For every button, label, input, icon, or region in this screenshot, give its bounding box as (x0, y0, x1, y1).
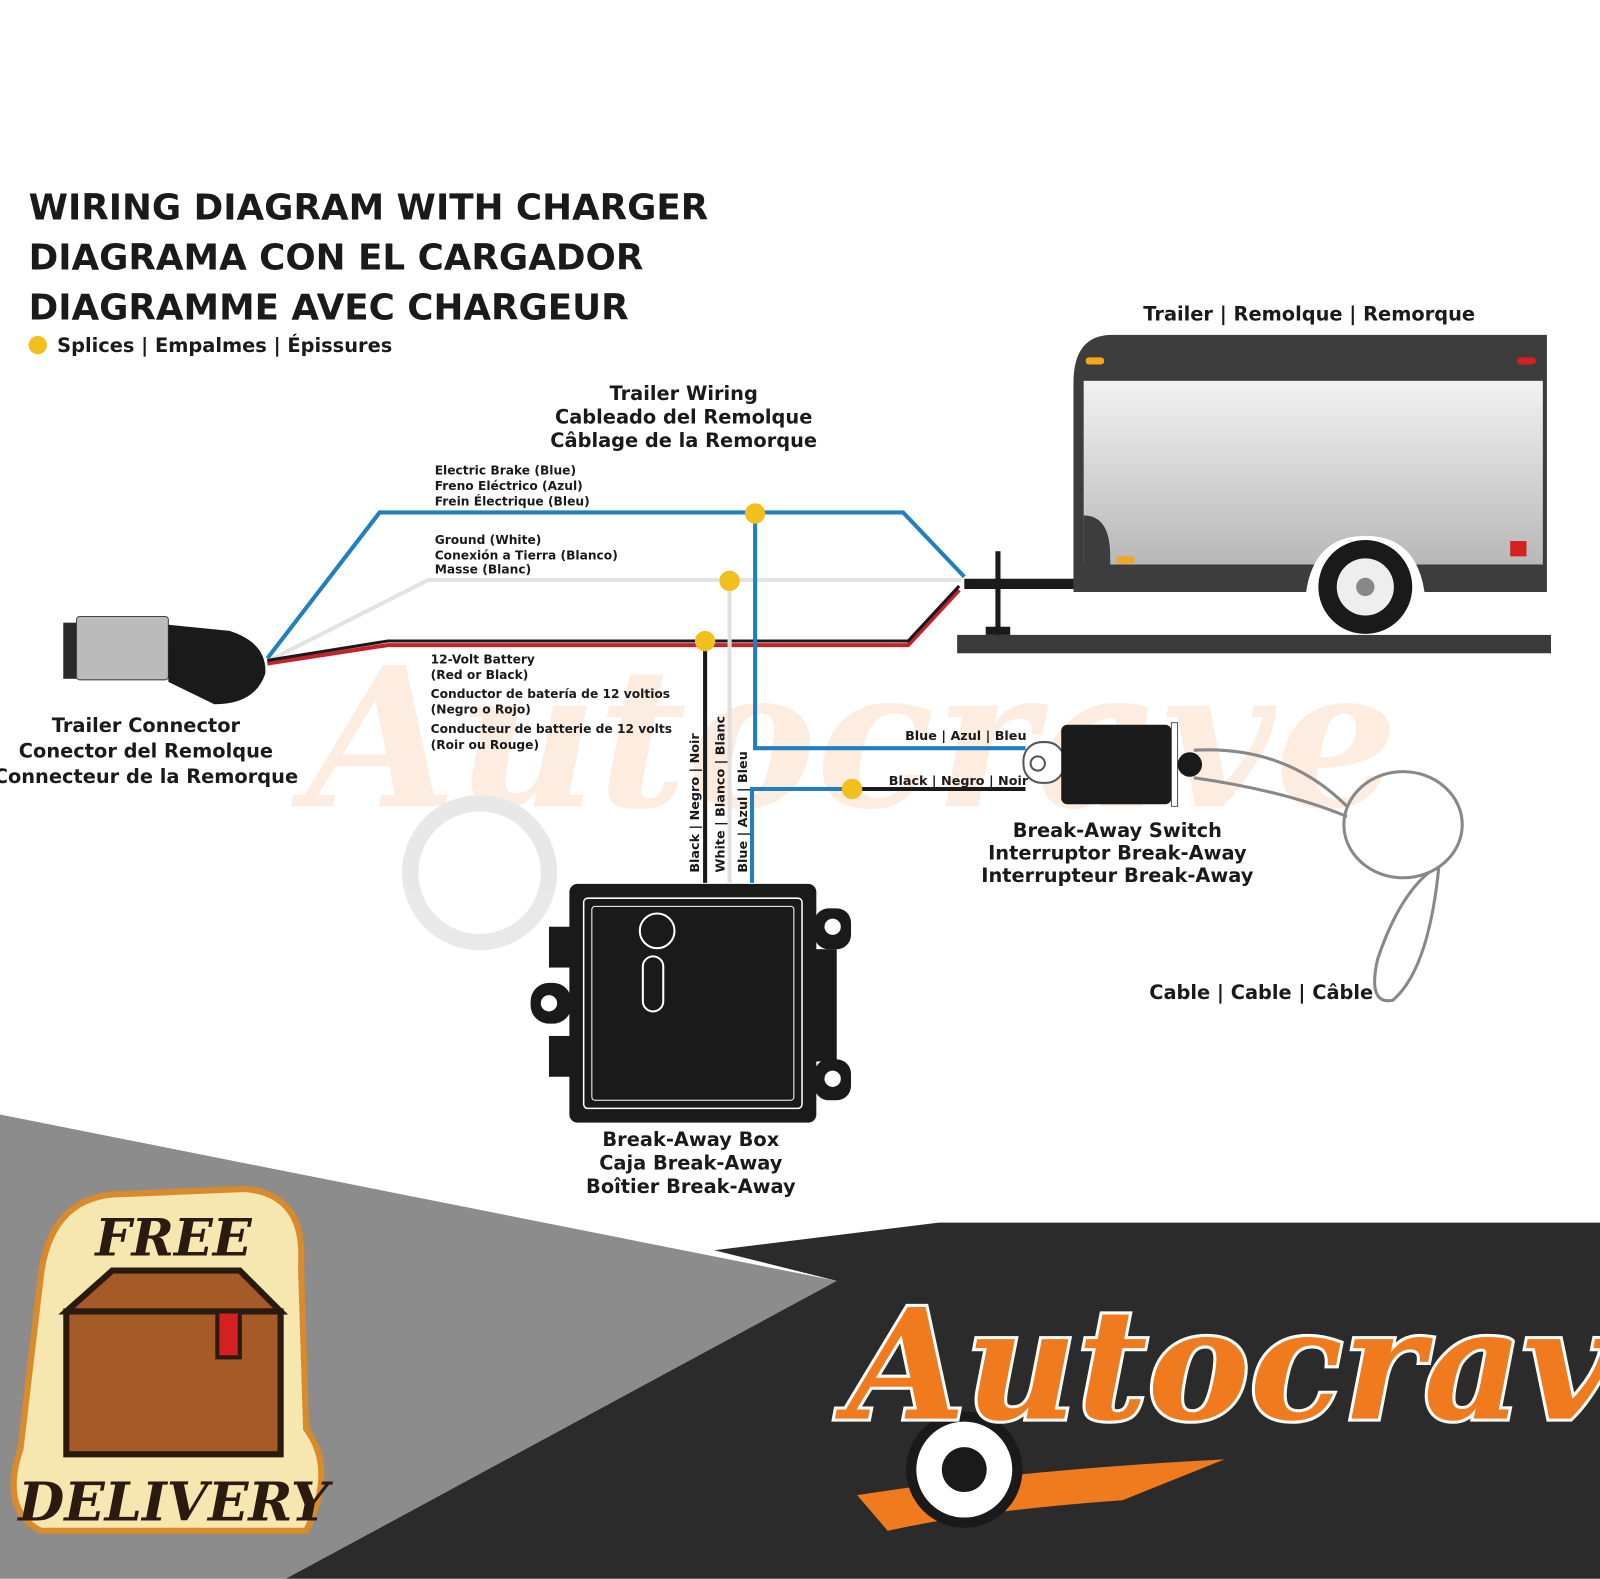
trailer-connector-label-es: Conector del Remolque (19, 739, 273, 762)
ground-bar (957, 634, 1552, 654)
battery-wire-black (267, 584, 961, 662)
breakaway-switch-icon (1022, 722, 1203, 807)
trailer-wiring-label-es: Cableado del Remolque (555, 406, 812, 429)
battery-wire-label-es-2: (Negro o Rojo) (431, 702, 531, 716)
splice-battery (694, 630, 716, 652)
ground-wire (266, 577, 962, 664)
switch-blue-wire (753, 513, 1026, 751)
vertical-white-label: White | Blanco | Blanc (713, 716, 728, 873)
breakaway-switch-label-fr: Interrupteur Break-Away (981, 864, 1254, 887)
box-icon (58, 1267, 289, 1458)
battery-wire-label-fr-2: (Roir ou Rouge) (431, 738, 539, 752)
trailer-wiring-label: Trailer Wiring (610, 382, 758, 405)
breakaway-box-icon (530, 883, 852, 1123)
banner-dark (285, 1222, 1600, 1579)
vertical-black-label: Black | Negro | Noir (688, 733, 703, 873)
battery-wire-label-fr: Conducteur de batterie de 12 volts (431, 722, 672, 736)
watermark: Autocrave (290, 624, 1398, 951)
trailer-connector-icon (63, 616, 266, 705)
splice-legend-icon (28, 335, 47, 355)
battery-wire-red (267, 588, 961, 666)
ground-wire-label-es: Conexión a Tierra (Blanco) (435, 548, 618, 562)
trailer-connector-label-fr: Connecteur de la Remorque (0, 765, 298, 788)
breakaway-box-label: Break-Away Box (602, 1128, 779, 1151)
badge-free-text: FREE (93, 1208, 253, 1268)
trailer-wiring-label-fr: Câblage de la Remorque (550, 429, 817, 452)
title-line-es: DIAGRAMA CON EL CARGADOR (29, 238, 644, 279)
free-delivery-badge: FREE DELIVERY (10, 1185, 334, 1534)
cable-icon (1193, 748, 1464, 1003)
breakaway-box-label-fr: Boîtier Break-Away (586, 1175, 796, 1198)
breakaway-switch-label-es: Interruptor Break-Away (988, 841, 1247, 864)
switch-blue-label: Blue | Azul | Bleu (905, 729, 1026, 744)
brand-logo-text: Autocrave (835, 1276, 1600, 1456)
trailer-connector-label: Trailer Connector (52, 714, 241, 737)
splice-blue (744, 503, 766, 524)
ground-wire-label-fr: Masse (Blanc) (435, 563, 531, 577)
badge-delivery-text: DELIVERY (16, 1471, 334, 1534)
ground-wire-label: Ground (White) (435, 533, 542, 547)
title-line-en: WIRING DIAGRAM WITH CHARGER (29, 188, 709, 229)
battery-wire-label-2: (Red or Black) (431, 668, 529, 682)
brake-wire-label: Electric Brake (Blue) (435, 464, 576, 478)
title-line-fr: DIAGRAMME AVEC CHARGEUR (29, 288, 629, 329)
trailer-label: Trailer | Remolque | Remorque (1143, 303, 1475, 326)
splice-legend-label: Splices | Empalmes | Épissures (57, 334, 392, 357)
battery-wire-label: 12-Volt Battery (431, 652, 535, 666)
switch-black-label: Black | Negro | Noir (889, 774, 1029, 789)
splice-switch (841, 778, 863, 800)
box-blue-wire (750, 786, 853, 883)
breakaway-switch-label: Break-Away Switch (1013, 819, 1222, 842)
battery-wire-label-es: Conductor de batería de 12 voltios (431, 687, 670, 701)
breakaway-box-label-es: Caja Break-Away (599, 1152, 783, 1175)
brake-wire-label-fr: Frein Électrique (Bleu) (435, 493, 590, 508)
brake-wire (265, 510, 966, 660)
cable-label: Cable | Cable | Câble (1149, 981, 1373, 1004)
brake-wire-label-es: Freno Eléctrico (Azul) (435, 479, 583, 493)
wires (265, 510, 1026, 883)
splice-white (719, 570, 740, 592)
autocrave-logo: Autocrave (832, 1273, 1600, 1531)
trailer-icon (957, 334, 1552, 654)
watermark-text: Autocrave (290, 624, 1398, 852)
splices (694, 503, 863, 800)
vertical-blue-label: Blue | Azul | Bleu (736, 751, 751, 872)
